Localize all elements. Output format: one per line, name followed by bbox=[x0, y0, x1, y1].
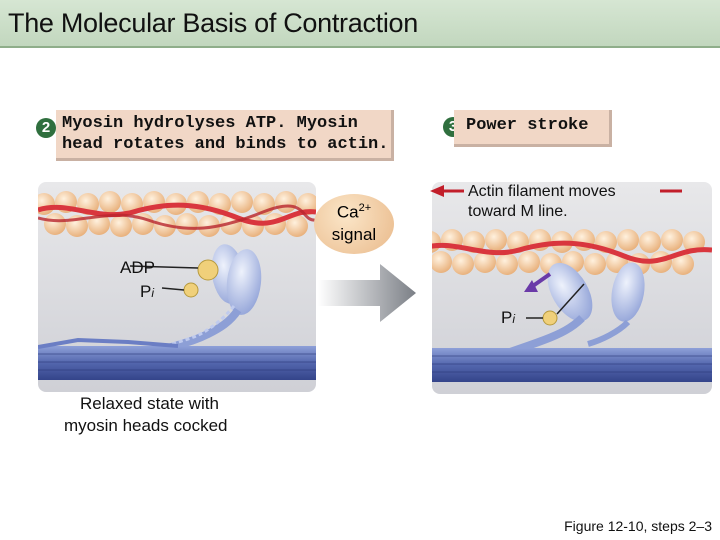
actin-moves-line-1: Actin filament moves bbox=[468, 183, 616, 200]
thick-filament-right bbox=[432, 348, 712, 382]
pi-label-right: Pi bbox=[501, 308, 515, 328]
myosin-head-power-stroke bbox=[502, 262, 645, 358]
pi-left-letter: P bbox=[140, 282, 152, 301]
transition-arrow bbox=[318, 264, 416, 322]
calcium-symbol: Ca bbox=[336, 202, 359, 222]
actin-moves-arrow bbox=[430, 185, 682, 197]
step-3-box: Power stroke bbox=[454, 110, 612, 147]
pi-bead bbox=[183, 282, 199, 298]
step-2-badge: 2 bbox=[36, 118, 56, 138]
relaxed-caption-line-2: myosin heads cocked bbox=[64, 416, 228, 435]
tropomyosin-left bbox=[38, 202, 316, 226]
relaxed-caption-line-1: Relaxed state with bbox=[80, 394, 219, 413]
calcium-signal-bubble: Ca2+ signal bbox=[314, 194, 394, 254]
adp-bead bbox=[197, 259, 219, 281]
step-2-line-2: head rotates and binds to actin. bbox=[62, 135, 389, 154]
thick-filament-left bbox=[38, 337, 316, 380]
signal-label: signal bbox=[331, 225, 377, 244]
step-2-line-1: Myosin hydrolyses ATP. Myosin bbox=[62, 114, 358, 133]
figure-caption: Figure 12-10, steps 2–3 bbox=[564, 518, 712, 534]
power-stroke-panel bbox=[432, 182, 712, 394]
title-bar: The Molecular Basis of Contraction bbox=[0, 0, 720, 48]
step-3-text: Power stroke bbox=[466, 116, 589, 135]
pi-label-left: Pi bbox=[140, 282, 154, 302]
calcium-charge: 2+ bbox=[358, 202, 372, 214]
calcium-label: Ca2+ bbox=[314, 202, 394, 223]
step-2-box: Myosin hydrolyses ATP. Myosin head rotat… bbox=[56, 110, 394, 161]
adp-label: ADP bbox=[120, 258, 155, 277]
actin-filament-right bbox=[432, 229, 712, 275]
relaxed-state-panel bbox=[38, 182, 316, 392]
actin-moves-line-2: toward M line. bbox=[468, 203, 568, 220]
pi-right-letter: P bbox=[501, 308, 513, 327]
page-title: The Molecular Basis of Contraction bbox=[8, 8, 418, 38]
released-pi-bead bbox=[542, 310, 558, 326]
myosin-head-cocked bbox=[165, 244, 262, 352]
pi-left-sub: i bbox=[151, 286, 155, 300]
actin-filament-left bbox=[38, 191, 316, 237]
pi-right-sub: i bbox=[512, 312, 516, 326]
